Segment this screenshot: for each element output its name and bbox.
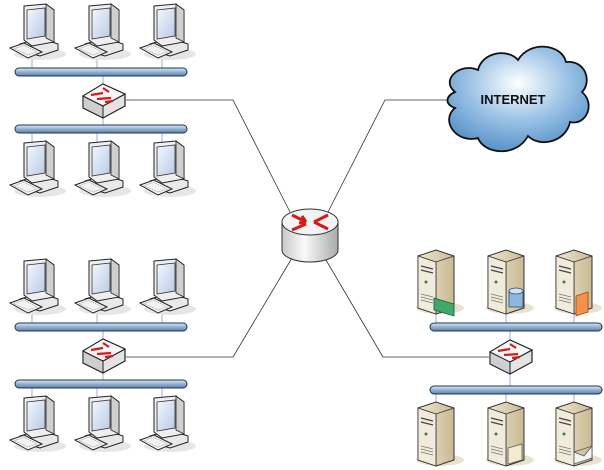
workstation-icon bbox=[9, 395, 67, 453]
workstation-icon bbox=[9, 3, 67, 61]
network-bus bbox=[14, 124, 188, 134]
switch-icon bbox=[81, 82, 127, 120]
workstation-icon bbox=[74, 3, 132, 61]
network-bus bbox=[14, 322, 188, 332]
workstation-icon bbox=[139, 3, 197, 61]
segment-server-farm bbox=[415, 249, 603, 467]
mail-icon bbox=[573, 445, 593, 465]
workstation-icon bbox=[9, 140, 67, 198]
workstation-icon bbox=[139, 258, 197, 316]
workstation-icon bbox=[74, 395, 132, 453]
database-top bbox=[508, 287, 524, 295]
router-icon bbox=[281, 208, 339, 263]
workstation-icon bbox=[139, 395, 197, 453]
segment-lan-1 bbox=[9, 3, 197, 198]
workstation-icon bbox=[74, 258, 132, 316]
firewall-icon bbox=[575, 291, 589, 317]
money-icon bbox=[433, 297, 455, 317]
link-router-servers bbox=[325, 259, 489, 358]
cloud-shape bbox=[446, 45, 590, 153]
segment-lan-2 bbox=[9, 258, 197, 453]
link-router-internet bbox=[327, 99, 447, 213]
network-bus bbox=[14, 379, 188, 389]
server-icon bbox=[415, 401, 465, 467]
workstation-icon bbox=[9, 258, 67, 316]
workstation-icon bbox=[74, 140, 132, 198]
workstation-icon bbox=[139, 140, 197, 198]
internet-label: INTERNET bbox=[481, 92, 546, 107]
network-bus bbox=[429, 385, 603, 395]
switch-icon bbox=[81, 337, 127, 375]
router-top bbox=[281, 208, 339, 236]
network-bus bbox=[14, 67, 188, 77]
switch-icon bbox=[488, 338, 534, 376]
folder-icon bbox=[507, 443, 523, 465]
link-lan2-router bbox=[126, 257, 293, 358]
router-arrows bbox=[291, 213, 329, 232]
link-lan1-router bbox=[126, 99, 291, 213]
network-bus bbox=[429, 322, 603, 332]
cloud-icon: INTERNET bbox=[446, 45, 590, 153]
